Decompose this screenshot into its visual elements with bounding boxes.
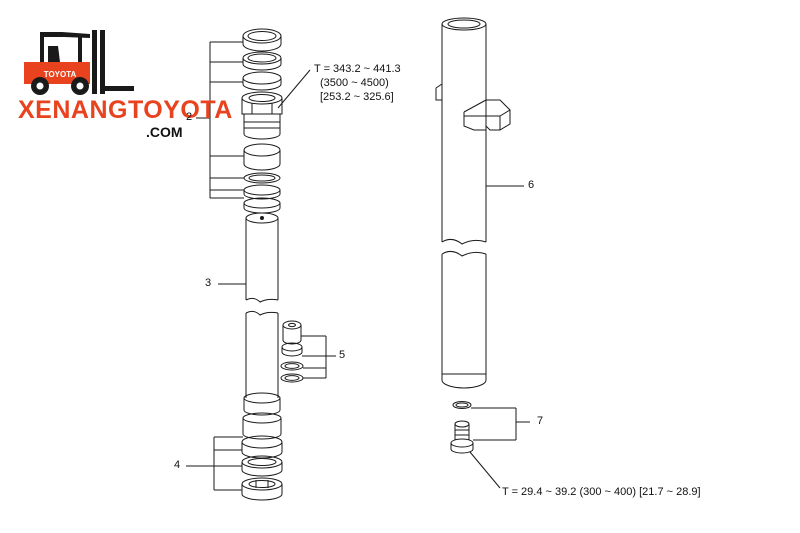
part-7-plug	[450, 401, 474, 454]
part-2-assembly	[241, 28, 283, 214]
brand-domain: .COM	[146, 124, 183, 140]
leader-lines-4	[186, 436, 243, 491]
leader-lines-7	[469, 407, 530, 489]
truck-badge-text: TOYOTA	[44, 70, 77, 79]
torque-spec-top-line3: [253.2 ~ 325.6]	[320, 91, 394, 103]
forklift-logo-icon: TOYOTA	[24, 30, 134, 95]
callout-7: 7	[537, 415, 544, 427]
leader-lines-2	[196, 41, 311, 199]
torque-spec-top-line1: T = 343.2 ~ 441.3	[314, 63, 401, 75]
callout-2: 2	[186, 111, 193, 123]
torque-spec-top-line2: (3500 ~ 4500)	[320, 77, 389, 89]
part-5-valve	[280, 320, 304, 383]
brand-name: XENANGTOYOTA	[18, 96, 233, 124]
callout-4: 4	[174, 459, 181, 471]
torque-spec-bottom: T = 29.4 ~ 39.2 (300 ~ 400) [21.7 ~ 28.9…	[502, 486, 701, 498]
leader-lines-5	[301, 335, 336, 379]
callout-3: 3	[205, 277, 212, 289]
part-4-piston-assembly	[241, 392, 283, 501]
callout-5: 5	[339, 349, 346, 361]
callout-6: 6	[528, 179, 535, 191]
part-3-piston-rod	[245, 212, 279, 398]
part-6-cylinder-tube	[435, 17, 511, 389]
